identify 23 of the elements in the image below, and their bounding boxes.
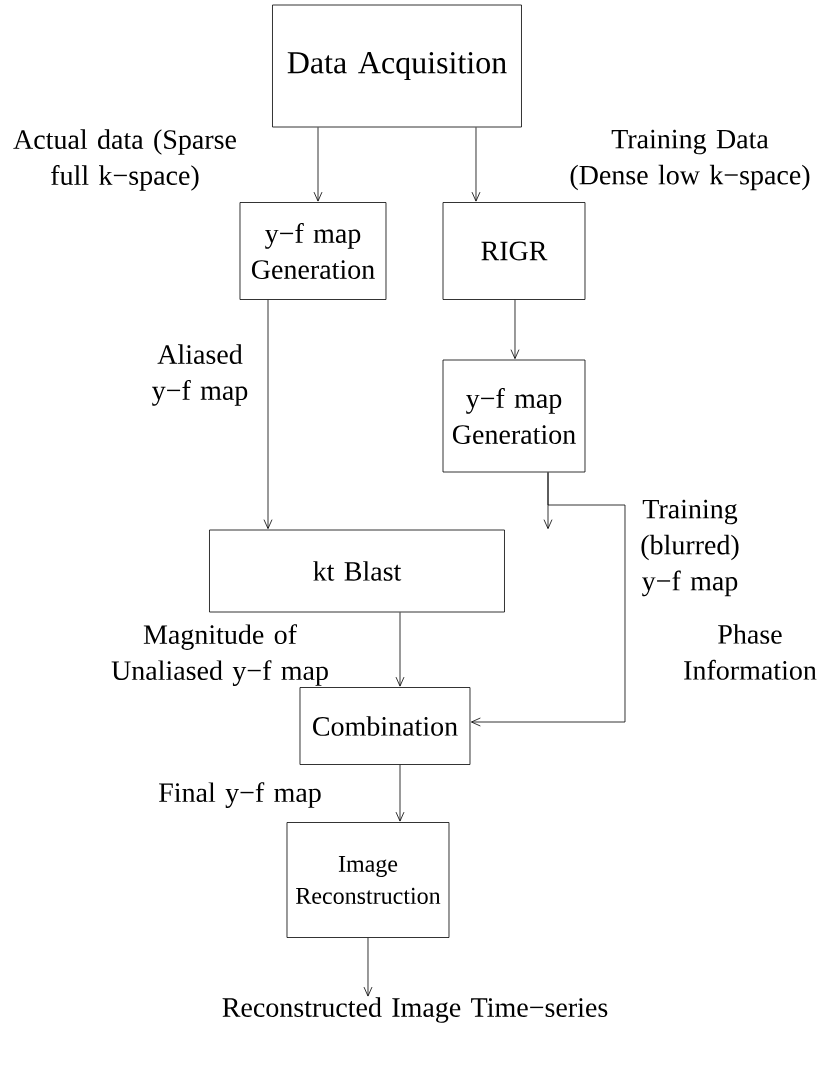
arrow bbox=[510, 299, 520, 359]
edge-label: Actual data (Sparse full k−space) bbox=[13, 129, 236, 191]
edge-label: Training (blurred) y−f map bbox=[641, 499, 739, 597]
process-box: Combination bbox=[299, 687, 471, 765]
process-box: Image Reconstruction bbox=[286, 822, 450, 938]
arrow bbox=[471, 472, 626, 727]
arrow bbox=[263, 299, 273, 529]
edge-label: Aliased y−f map bbox=[152, 344, 248, 406]
process-box: Data Acquisition bbox=[272, 4, 522, 128]
edge-label: Final y−f map bbox=[159, 782, 321, 808]
arrow bbox=[395, 764, 405, 822]
arrow bbox=[471, 127, 481, 202]
output-text: Reconstructed Image Time−series bbox=[222, 997, 608, 1023]
note-text: Phase Information bbox=[684, 624, 817, 680]
arrow bbox=[363, 937, 373, 997]
process-box: RIGR bbox=[442, 202, 586, 300]
edge-label: Magnitude of Unaliased y−f map bbox=[111, 624, 328, 686]
process-box: kt Blast bbox=[209, 529, 505, 613]
edge-label: Training Data (Dense low k−space) bbox=[570, 129, 810, 191]
process-box: y−f map Generation bbox=[239, 202, 387, 300]
arrow bbox=[313, 127, 323, 202]
process-box: y−f map Generation bbox=[442, 359, 586, 473]
arrow bbox=[395, 612, 405, 687]
